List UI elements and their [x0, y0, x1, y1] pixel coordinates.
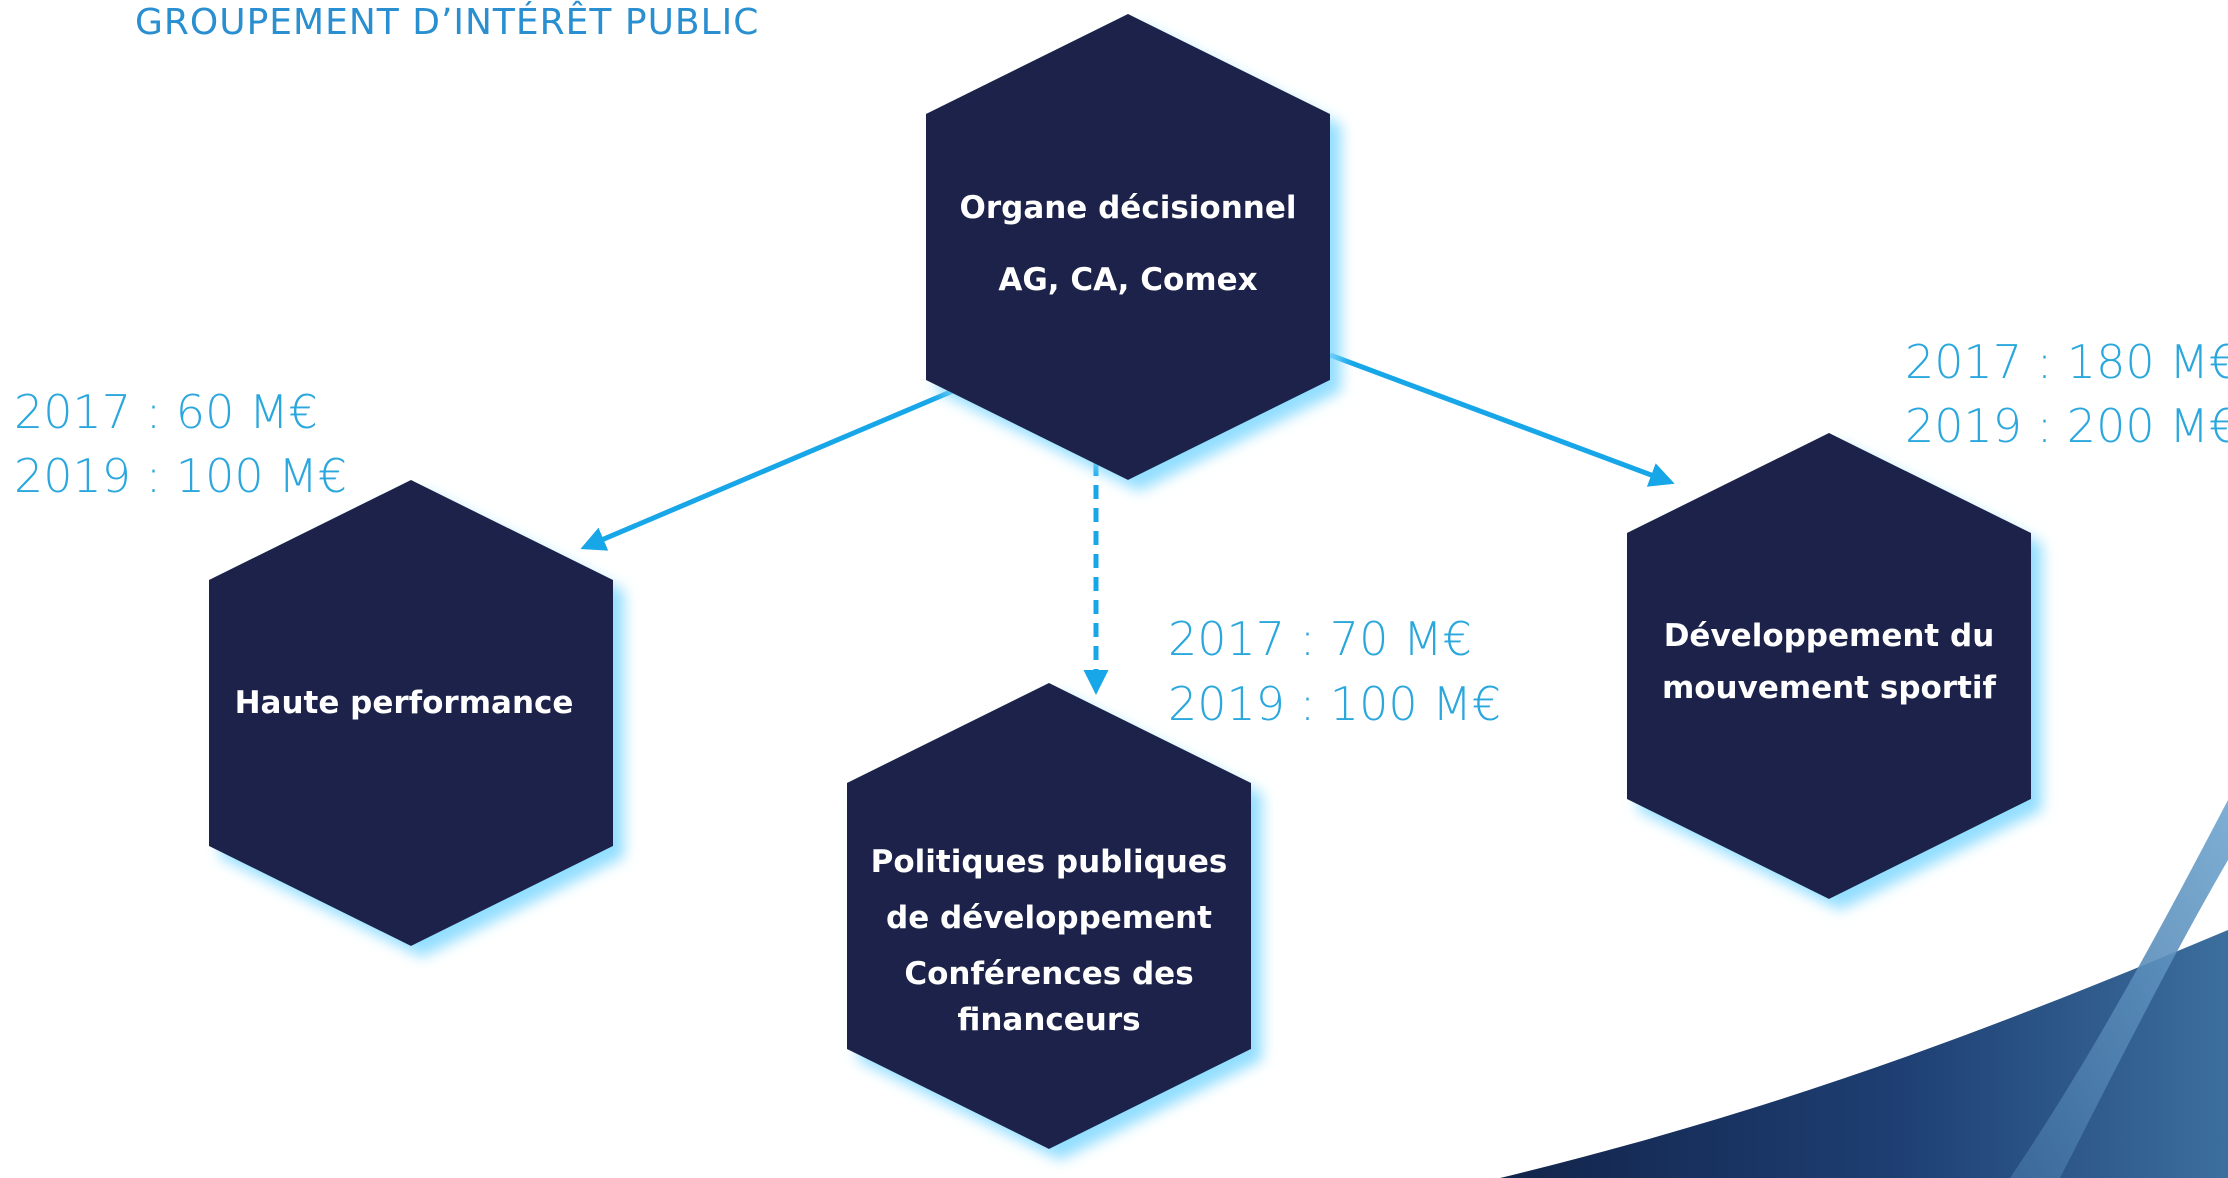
bottom-node-line2: de développement	[886, 900, 1212, 936]
header-title: GROUPEMENT D’INTÉRÊT PUBLIC	[135, 1, 759, 43]
bottom-hexagon	[847, 683, 1251, 1149]
right-node-line1: Développement du	[1664, 618, 1995, 654]
right-hexagon	[1627, 433, 2031, 899]
bottom-budget: 2017 : 70 M€ 2019 : 100 M€	[1168, 612, 1501, 731]
bottom-budget-2019: 2019 : 100 M€	[1168, 677, 1501, 731]
bottom-node-line4: financeurs	[957, 1002, 1140, 1038]
right-budget-2019: 2019 : 200 M€	[1905, 399, 2228, 453]
center-hexagon	[926, 14, 1330, 480]
right-node-line2: mouvement sportif	[1662, 670, 1997, 706]
bottom-node-line3: Conférences des	[904, 956, 1193, 992]
right-node: Développement du mouvement sportif	[1627, 433, 2031, 899]
bottom-node: Politiques publiques de développement Co…	[847, 683, 1251, 1149]
background-swoosh	[1500, 800, 2228, 1178]
left-budget-2017: 2017 : 60 M€	[14, 385, 318, 439]
arrow-to-left-node	[580, 387, 956, 551]
left-budget-2019: 2019 : 100 M€	[14, 449, 347, 503]
center-node: Organe décisionnel AG, CA, Comex	[926, 14, 1330, 480]
arrow-to-right-node	[1329, 352, 1675, 487]
right-budget-2017: 2017 : 180 M€	[1905, 335, 2228, 389]
center-node-line2: AG, CA, Comex	[998, 262, 1257, 298]
left-hexagon	[209, 480, 613, 946]
bottom-budget-2017: 2017 : 70 M€	[1168, 612, 1472, 666]
right-budget: 2017 : 180 M€ 2019 : 200 M€	[1905, 335, 2228, 453]
left-budget: 2017 : 60 M€ 2019 : 100 M€	[14, 385, 347, 503]
bottom-node-line1: Politiques publiques	[871, 844, 1228, 880]
center-node-line1: Organe décisionnel	[959, 190, 1296, 226]
left-node-label: Haute performance	[235, 685, 574, 721]
left-node: Haute performance	[209, 480, 613, 946]
